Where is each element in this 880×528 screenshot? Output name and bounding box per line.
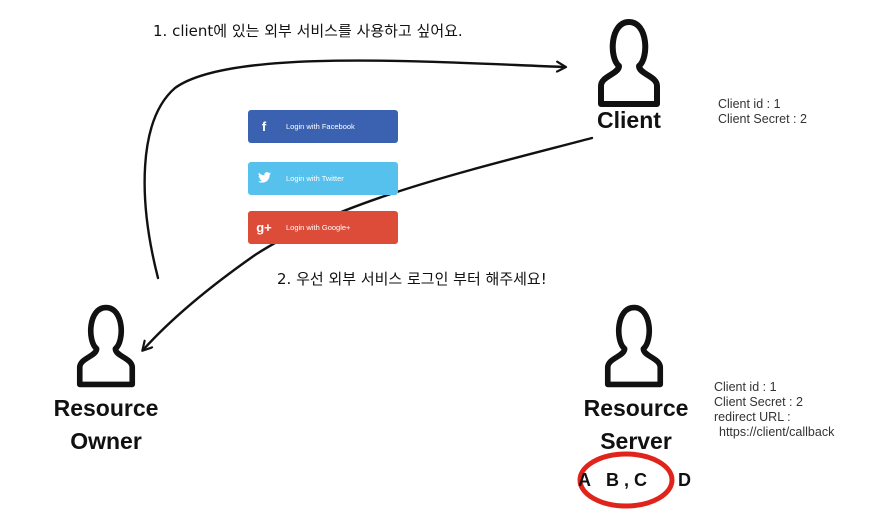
resource-owner-label: Resource Owner <box>36 392 176 458</box>
arrow-owner-to-client <box>143 59 565 280</box>
resource-server-person-icon <box>604 304 664 388</box>
server-info: Client id : 1 Client Secret : 2 redirect… <box>714 380 834 440</box>
facebook-icon: f <box>261 119 267 134</box>
server-redirect-url: https://client/callback <box>719 425 835 439</box>
bc-highlight-circle <box>577 451 675 509</box>
step-2-label: 2. 우선 외부 서비스 로그인 부터 해주세요! <box>277 270 547 288</box>
option-bc: B , C <box>606 470 648 490</box>
login-facebook-label: Login with Facebook <box>286 122 355 131</box>
resource-server-label-line2: Server <box>600 428 672 454</box>
server-client-id-text: Client id : 1 <box>714 380 777 394</box>
client-id-text: Client id : 1 <box>718 97 781 111</box>
login-google-button[interactable]: g+ Login with Google+ <box>248 211 398 244</box>
resource-server-label-line1: Resource <box>583 395 689 421</box>
client-person-icon <box>598 19 660 107</box>
client-label: Client <box>597 107 661 133</box>
step-1-label: 1. client에 있는 외부 서비스를 사용하고 싶어요. <box>153 22 463 40</box>
option-d: D <box>678 470 691 490</box>
twitter-icon <box>248 171 280 186</box>
login-google-label: Login with Google+ <box>286 223 351 232</box>
login-twitter-button[interactable]: Login with Twitter <box>248 162 398 195</box>
google-plus-icon: g+ <box>256 220 272 235</box>
option-a: A <box>578 470 591 490</box>
login-twitter-label: Login with Twitter <box>286 174 344 183</box>
server-client-secret-text: Client Secret : 2 <box>714 395 803 409</box>
resource-owner-person-icon <box>76 304 136 388</box>
client-info: Client id : 1 Client Secret : 2 <box>718 97 807 127</box>
server-redirect-label: redirect URL : <box>714 410 791 424</box>
resource-owner-label-line2: Owner <box>70 428 142 454</box>
login-facebook-button[interactable]: f Login with Facebook <box>248 110 398 143</box>
resource-server-label: Resource Server <box>566 392 706 458</box>
resource-owner-label-line1: Resource <box>53 395 159 421</box>
client-secret-text: Client Secret : 2 <box>718 112 807 126</box>
